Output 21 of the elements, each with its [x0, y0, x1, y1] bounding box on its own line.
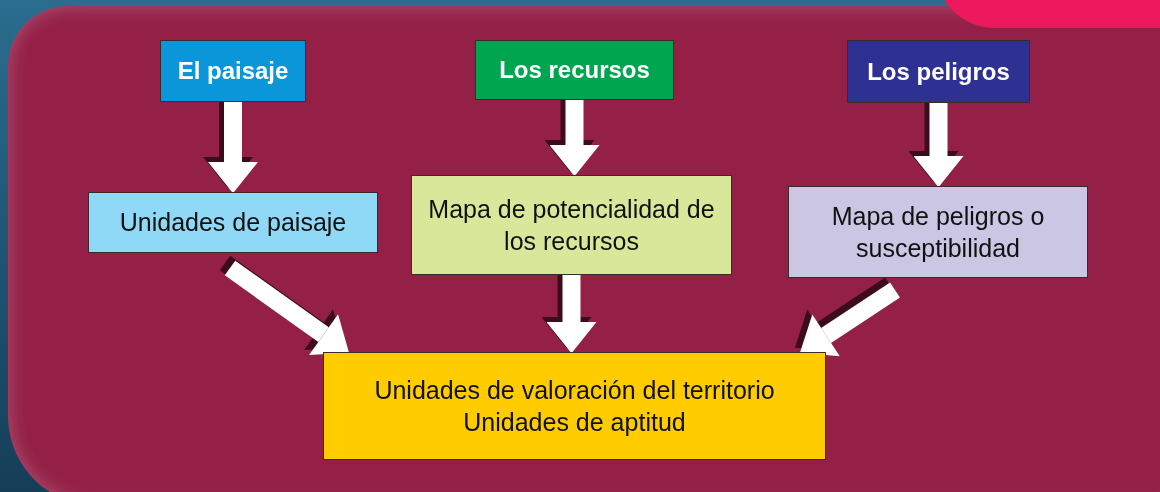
- result-box: [323, 352, 826, 460]
- box-label: Mapa de peligros o susceptibilidad: [830, 200, 1046, 264]
- header-box: [160, 40, 306, 102]
- map-box: [411, 175, 732, 275]
- header-box: [847, 40, 1030, 103]
- box-label: Los peligros: [867, 56, 1010, 87]
- box-label: Unidades de aptitud: [463, 407, 686, 438]
- map-box: [788, 186, 1088, 278]
- header-box: [475, 40, 674, 100]
- block-arrow: [208, 102, 258, 194]
- box-label: El paisaje: [177, 56, 289, 87]
- box-label: Mapa de potencialidad de los recursos: [427, 193, 716, 257]
- box-label: Unidades de paisaje: [119, 207, 347, 239]
- map-box: [88, 192, 378, 253]
- box-label: Los recursos: [499, 55, 650, 86]
- block-arrow: [224, 260, 349, 355]
- block-arrow: [913, 103, 964, 188]
- block-arrow: [799, 282, 900, 357]
- box-label: Unidades de valoración del territorio: [374, 374, 775, 406]
- block-arrow: [546, 275, 597, 354]
- block-arrow: [549, 100, 600, 177]
